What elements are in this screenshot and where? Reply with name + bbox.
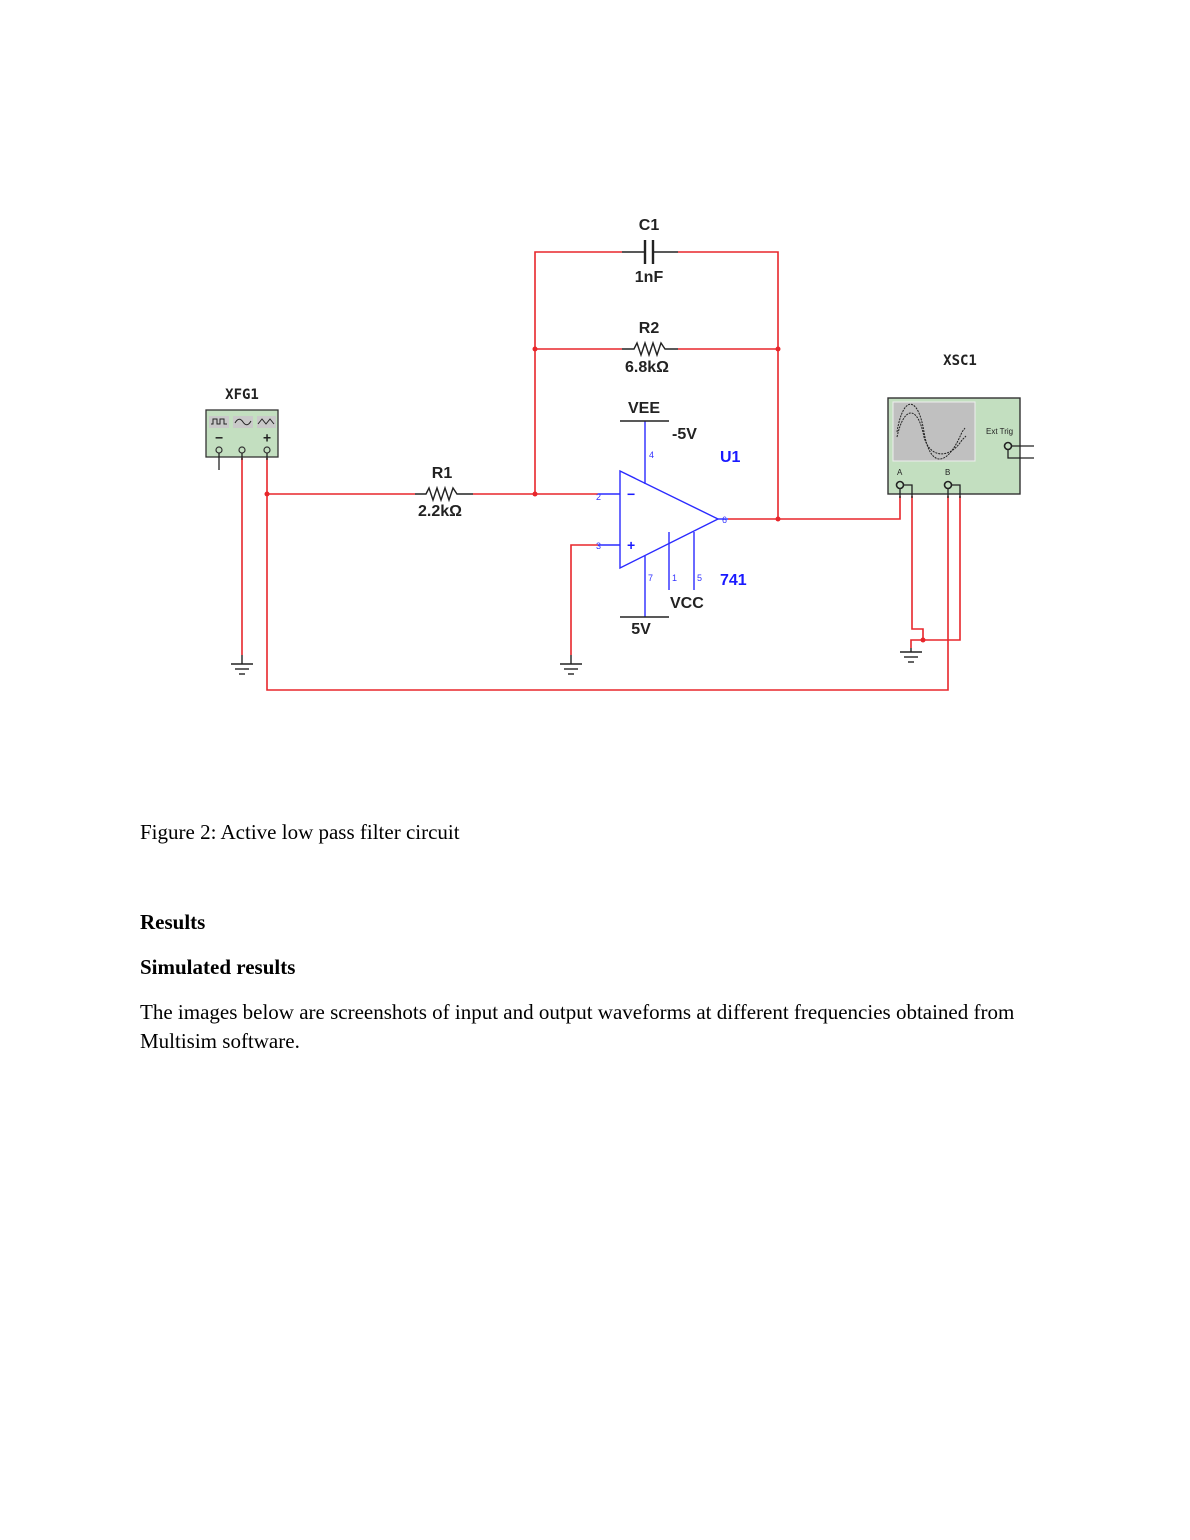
pin-4: 4 xyxy=(649,450,654,460)
ground-icon xyxy=(231,655,253,675)
junction xyxy=(775,516,781,522)
r2-ref: R2 xyxy=(639,320,660,337)
results-paragraph: The images below are screenshots of inpu… xyxy=(140,1000,1015,1053)
r2-value: 6.8kΩ xyxy=(625,359,669,376)
vee-label: VEE xyxy=(628,400,660,417)
vcc-label: VCC xyxy=(670,595,704,612)
resistor-r1 xyxy=(415,485,473,503)
fg-terminal-neg[interactable] xyxy=(215,446,223,454)
scope-ref: XSC1 xyxy=(943,353,977,369)
vee-value: -5V xyxy=(672,426,697,443)
wire-scope-a-neg xyxy=(911,496,924,640)
square-wave-icon xyxy=(211,418,227,425)
r1-ref: R1 xyxy=(432,465,453,482)
wire-fg-plus-to-scope xyxy=(266,458,949,691)
scope-terminal-ext-trig[interactable] xyxy=(1003,441,1013,451)
junction xyxy=(264,491,270,497)
figure-caption: Figure 2: Active low pass filter circuit xyxy=(140,820,460,844)
c1-ref: C1 xyxy=(639,217,660,234)
opamp-model: 741 xyxy=(720,572,747,589)
opamp-u1: − + 2 3 4 7 1 5 6 U1 741 xyxy=(596,421,747,617)
scope-terminal-b[interactable] xyxy=(943,480,953,490)
triangle-wave-icon xyxy=(257,418,275,425)
wire-c1-right xyxy=(678,251,779,519)
opamp-plus: + xyxy=(627,537,635,553)
opamp-minus: − xyxy=(627,486,635,502)
pin-5: 5 xyxy=(697,573,702,583)
results-heading: Results xyxy=(140,910,206,934)
junction xyxy=(920,637,926,643)
opamp-ref: U1 xyxy=(720,449,741,466)
wire-c1-loop xyxy=(534,251,622,494)
scope-trace-b xyxy=(896,412,967,455)
oscilloscope-xsc1: XSC1 Ext Trig A B xyxy=(887,353,1034,498)
c1-value: 1nF xyxy=(635,269,664,286)
junction xyxy=(775,346,781,352)
scope-screen xyxy=(892,401,976,462)
junction xyxy=(532,346,538,352)
wire-output-scope-a xyxy=(728,496,901,520)
channel-b-label: B xyxy=(945,468,950,477)
function-generator-xfg1: XFG1 − + xyxy=(205,387,279,470)
capacitor-c1 xyxy=(622,240,678,264)
channel-a-label: A xyxy=(897,468,903,477)
pin-2: 2 xyxy=(596,492,601,502)
pin-1: 1 xyxy=(672,573,677,583)
sine-wave-icon xyxy=(234,418,252,426)
pin-6: 6 xyxy=(722,515,727,525)
ground-icon xyxy=(900,648,922,663)
scope-terminal-a[interactable] xyxy=(895,480,905,490)
fg-plus: + xyxy=(263,431,271,446)
wires xyxy=(241,251,961,691)
scope-trace-a xyxy=(896,403,966,460)
simulated-results-heading: Simulated results xyxy=(140,955,296,979)
ground-icon xyxy=(560,655,582,675)
ext-trig-label: Ext Trig xyxy=(986,427,1013,436)
vcc-value: 5V xyxy=(631,621,651,638)
pin-7: 7 xyxy=(648,573,653,583)
circuit-schematic: C1 1nF R2 6.8kΩ R1 2.2kΩ − + 2 3 4 7 1 5… xyxy=(205,217,1034,691)
resistor-r2 xyxy=(622,340,678,358)
fg-ref: XFG1 xyxy=(225,387,259,403)
pin-3: 3 xyxy=(596,541,601,551)
r1-value: 2.2kΩ xyxy=(418,503,462,520)
wire-noninv-ground xyxy=(570,544,598,655)
fg-terminal-pos[interactable] xyxy=(263,446,271,454)
junction-dots xyxy=(264,346,926,643)
wire-scope-b-neg xyxy=(910,496,961,648)
fg-terminal-com[interactable] xyxy=(238,446,246,454)
fg-minus: − xyxy=(215,431,223,446)
junction xyxy=(532,491,538,497)
